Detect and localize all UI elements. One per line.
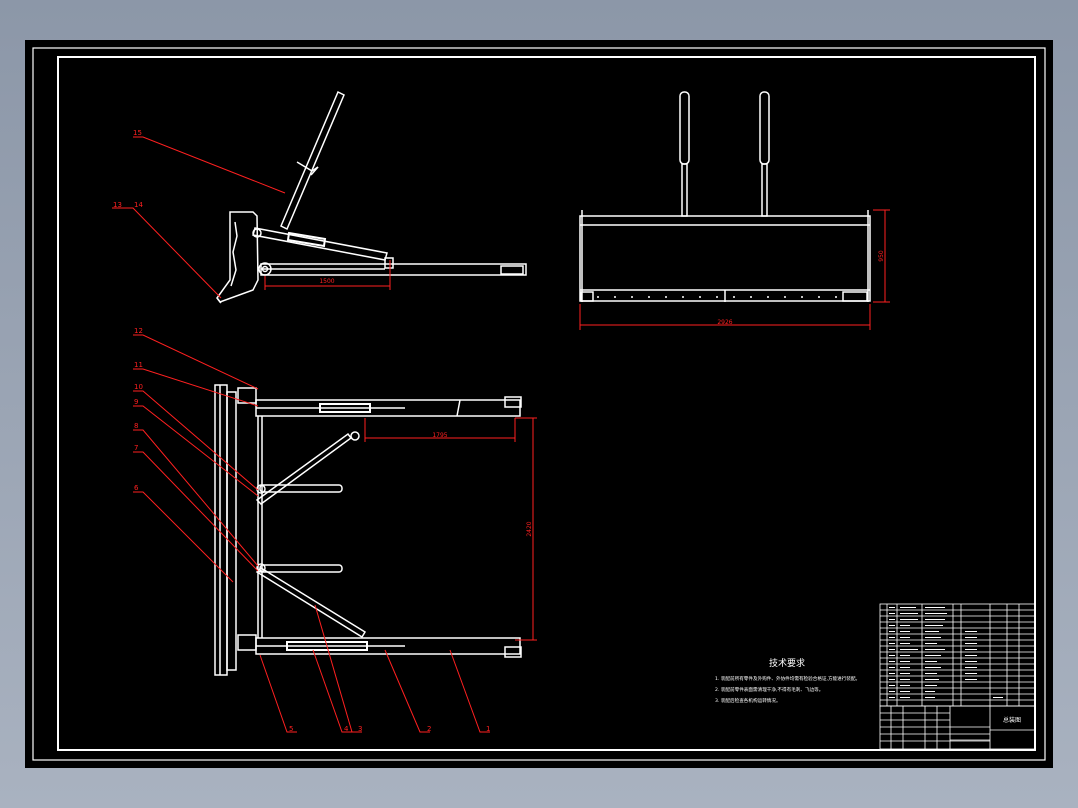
outer-border [32, 47, 1046, 761]
front-view [579, 91, 871, 302]
notes-item-1: 1. 装配前所有零件及外购件、外协件均需有检验合格证,方能进行装配。 [715, 675, 860, 682]
parts-list [879, 603, 1036, 707]
leader-label-11: 11 [134, 361, 143, 369]
side-view-leaders [112, 136, 286, 299]
leader-label-3: 3 [358, 725, 362, 733]
side-dim-label: 1500 [319, 278, 334, 285]
leader-label-7: 7 [134, 444, 138, 452]
leader-label-5: 5 [289, 725, 293, 733]
leader-label-13: 13 [113, 201, 122, 209]
leader-label-10: 10 [134, 383, 143, 391]
leader-label-8: 8 [134, 422, 138, 430]
side-view-dimension [264, 260, 391, 290]
cad-viewport[interactable]: 1500 15 13 14 2926 950 [25, 40, 1053, 768]
top-view-leaders-bottom [259, 604, 490, 733]
top-dim-arm-length: 1795 [432, 432, 447, 439]
front-view-dimensions [579, 209, 890, 330]
parts-list-fill [889, 607, 1003, 698]
inner-border [57, 56, 1036, 751]
leader-label-6: 6 [134, 484, 139, 492]
leader-label-15: 15 [133, 129, 142, 137]
leader-label-1: 1 [486, 725, 490, 733]
top-view [214, 384, 522, 676]
top-view-leaders-left [133, 334, 259, 583]
leader-label-12: 12 [134, 327, 143, 335]
leader-label-4: 4 [344, 725, 349, 733]
front-dim-width: 2926 [717, 319, 732, 326]
notes-item-2: 2. 装配前零件表面需清理干净,不得有毛刺、飞边等。 [715, 686, 823, 693]
front-view-bolts [597, 296, 837, 298]
leader-label-9: 9 [134, 398, 138, 406]
leader-label-14: 14 [134, 201, 143, 209]
top-view-dimensions [364, 417, 537, 641]
title-block [879, 705, 1036, 750]
engineering-drawing: 1500 15 13 14 2926 950 [32, 47, 1046, 761]
notes-item-3: 3. 装配后检查各机构运转情况。 [715, 697, 781, 704]
side-view [216, 90, 527, 304]
front-dim-height: 950 [878, 250, 885, 262]
notes-title: 技术要求 [769, 657, 805, 669]
title-block-drawing-name: 总装图 [1003, 716, 1021, 724]
top-dim-span: 2420 [526, 521, 533, 536]
leader-label-2: 2 [427, 725, 431, 733]
